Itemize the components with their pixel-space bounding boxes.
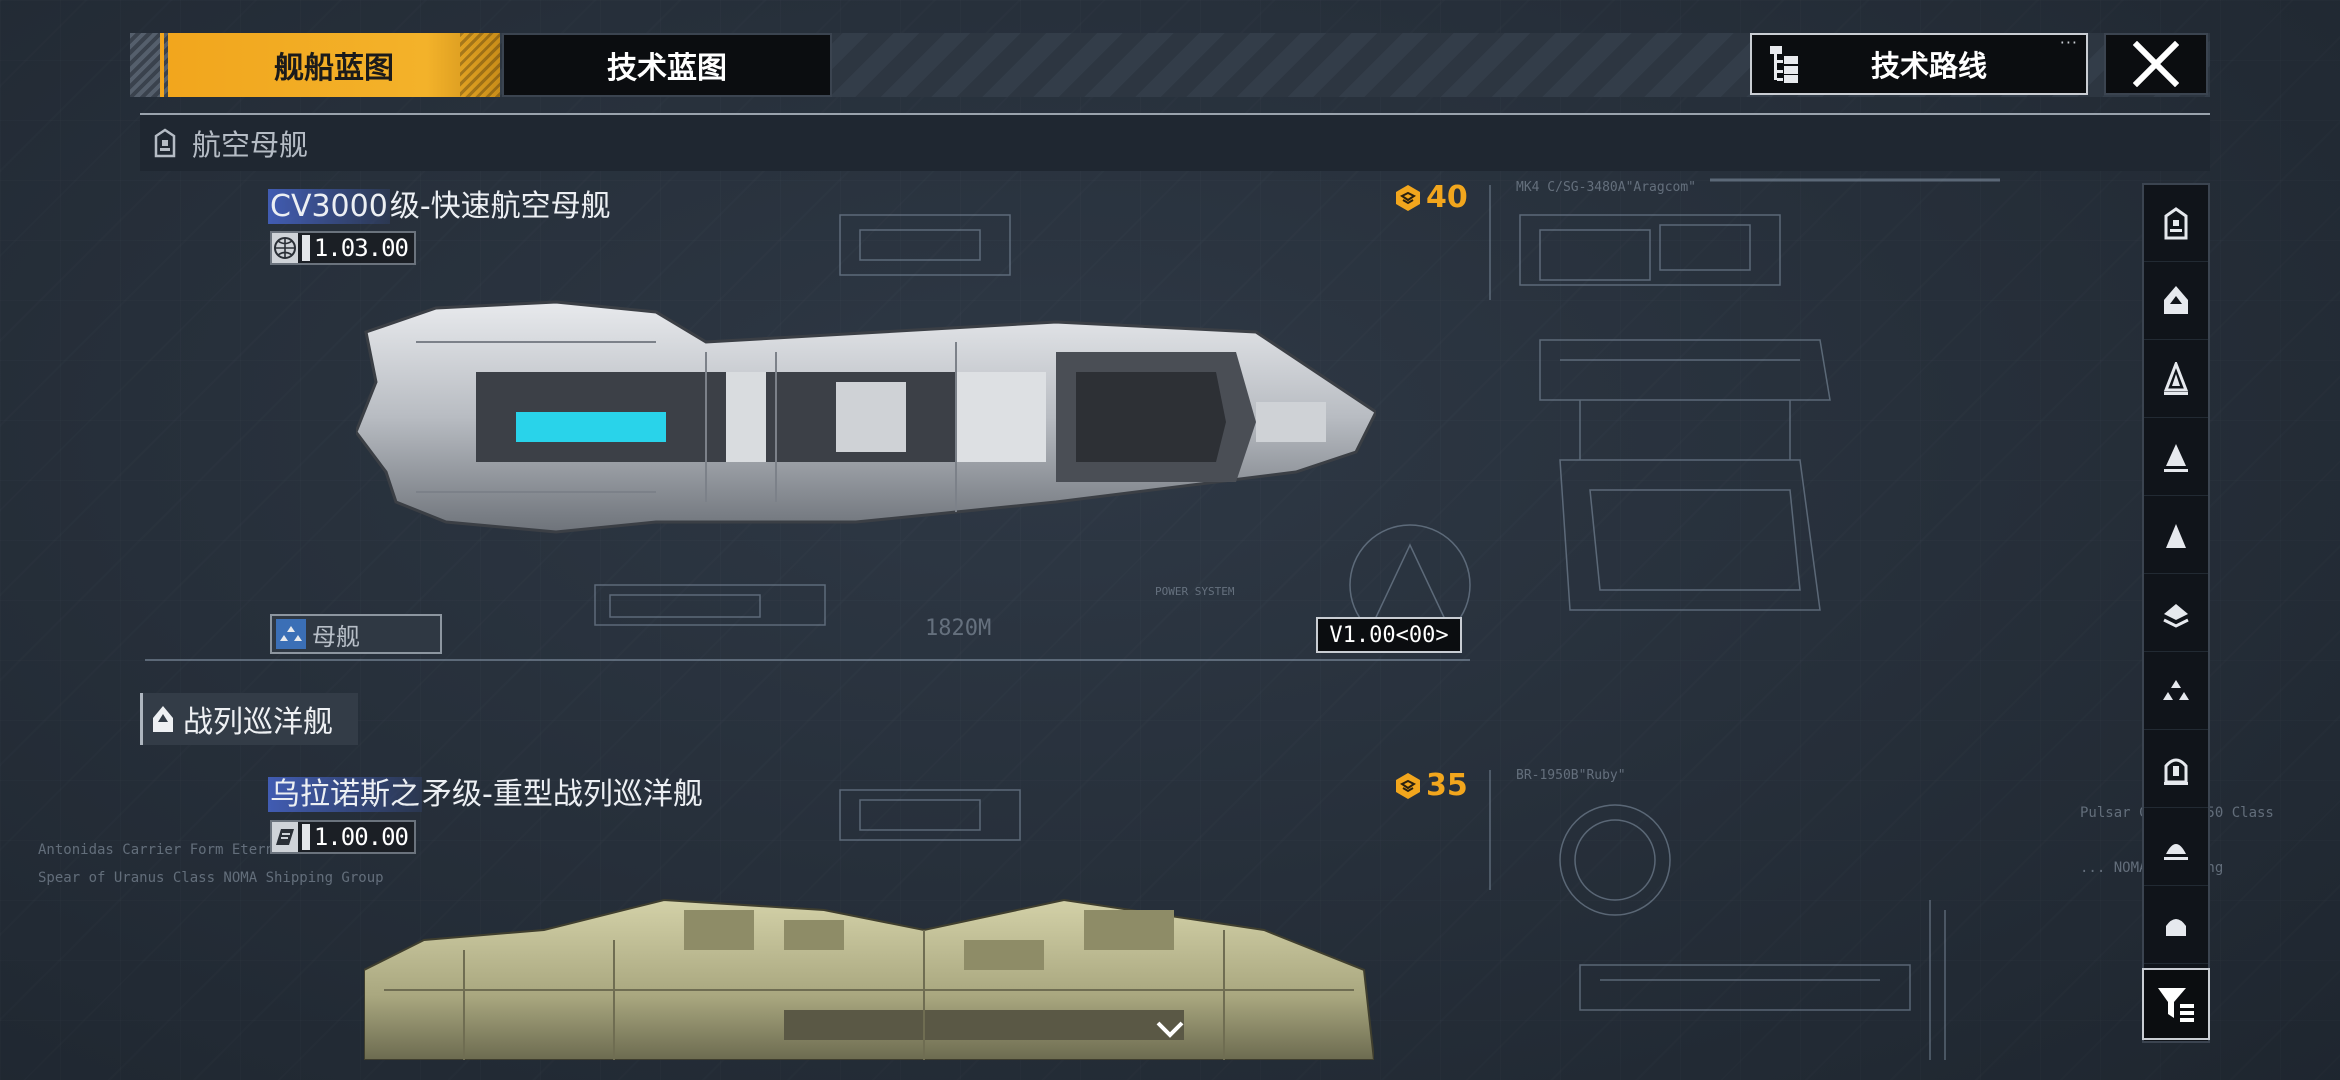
- section-title-battlecruiser: 战列巡洋舰: [183, 705, 333, 740]
- version-badge-2: 1.00.00: [270, 820, 416, 854]
- blueprint-code-1: MK4 C/SG-3480A"Aragcom": [1516, 180, 1697, 195]
- ship-title-rest: 级-快速航空母舰: [389, 189, 611, 224]
- nav-cruiser[interactable]: [2144, 341, 2208, 418]
- ship-title-cv3000[interactable]: CV3000级-快速航空母舰: [268, 181, 611, 225]
- corvette-icon: [2163, 604, 2189, 628]
- close-button[interactable]: [2104, 33, 2208, 95]
- chevron-down-icon[interactable]: [1150, 1015, 1190, 1045]
- model-version-tag: V1.00<00>: [1316, 617, 1462, 653]
- cruiser-icon: [2163, 362, 2189, 395]
- corner-dots: ···: [2059, 33, 2078, 52]
- mothership-icon: [276, 619, 306, 649]
- ship-title-highlight-2: 乌拉诺斯之: [268, 777, 422, 812]
- nav-battlecruiser[interactable]: [2144, 263, 2208, 340]
- nav-support[interactable]: [2144, 809, 2208, 886]
- ship-title-rest-2: 矛级-重型战列巡洋舰: [422, 777, 703, 812]
- credit-icon: [1396, 184, 1420, 211]
- cost-badge-1: 40: [1394, 180, 1468, 215]
- power-system-label: POWER SYSTEM: [1155, 585, 1235, 598]
- carrier-nav-icon: [2164, 207, 2188, 240]
- nav-fighter[interactable]: [2144, 653, 2208, 730]
- section-header-battlecruiser: 战列巡洋舰: [140, 693, 358, 745]
- nav-frigate[interactable]: [2144, 497, 2208, 574]
- fighter-icon: [2163, 680, 2189, 700]
- credit-icon-2: [1396, 772, 1420, 799]
- tab-ship-blueprint[interactable]: 舰船蓝图: [160, 33, 500, 97]
- ship-image-uranus-spear[interactable]: [364, 890, 1374, 1060]
- nav-station[interactable]: [2144, 887, 2208, 964]
- tech-route-label: 技术路线: [1870, 49, 1987, 83]
- filter-button[interactable]: [2142, 968, 2210, 1040]
- tech-route-button[interactable]: 技术路线 ···: [1750, 33, 2088, 95]
- version-text-1: 1.03.00: [313, 234, 409, 262]
- frigate-icon: [2166, 524, 2186, 548]
- section-title-carrier: 航空母舰: [192, 128, 309, 162]
- destroyer-icon: [2164, 444, 2188, 472]
- nav-destroyer[interactable]: [2144, 419, 2208, 496]
- section-header-carrier: 航空母舰: [140, 113, 2210, 171]
- blueprint-code-2: BR-1950B"Ruby": [1516, 768, 1626, 783]
- nav-auxiliary[interactable]: [2144, 731, 2208, 808]
- bg-text-left-2: Spear of Uranus Class NOMA Shipping Grou…: [38, 870, 384, 886]
- battlecruiser-icon: [153, 706, 173, 732]
- nav-carrier[interactable]: [2144, 185, 2208, 262]
- cost-badge-2: 35: [1394, 768, 1468, 803]
- tech-tree-icon: [1770, 46, 1798, 83]
- nav-corvette[interactable]: [2144, 575, 2208, 652]
- version-separator: [302, 235, 310, 261]
- server-icon-2: [272, 822, 299, 852]
- battlecruiser-nav-icon: [2164, 286, 2188, 314]
- support-icon: [2164, 844, 2188, 860]
- tab-tech-blueprint[interactable]: 技术蓝图: [502, 33, 832, 97]
- server-icon: [272, 233, 299, 263]
- station-icon: [2166, 919, 2186, 936]
- auxiliary-icon: [2164, 758, 2188, 785]
- ship-title-highlight: CV3000: [268, 189, 390, 224]
- category-tag-mothership[interactable]: 母舰: [270, 614, 442, 654]
- carrier-icon: [154, 128, 176, 158]
- version-badge-1: 1.03.00: [270, 231, 416, 265]
- filter-icon: [2158, 988, 2194, 1022]
- bg-text-left-1: Antonidas Carrier Form Eternal Storm: [38, 842, 342, 858]
- category-label: 母舰: [312, 622, 360, 651]
- length-label: 1820M: [925, 616, 992, 641]
- ship-class-nav: [2142, 183, 2210, 1043]
- ship-title-uranus-spear[interactable]: 乌拉诺斯之矛级-重型战列巡洋舰: [268, 769, 703, 813]
- ship-image-cv3000[interactable]: [356, 272, 1376, 562]
- cost-value-1: 40: [1426, 180, 1468, 215]
- cost-value-2: 35: [1426, 768, 1468, 803]
- version-separator-2: [302, 824, 310, 850]
- version-text-2: 1.00.00: [313, 823, 409, 851]
- close-icon: [2133, 41, 2179, 87]
